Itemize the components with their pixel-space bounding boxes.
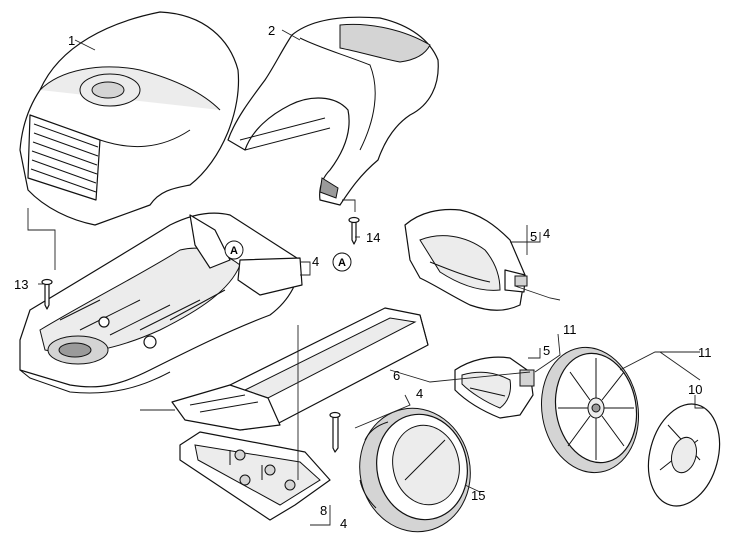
part-axle-bracket [454,356,535,419]
marker-a-1: A [224,240,244,260]
part-hubcap [647,403,721,507]
marker-a-2-label: A [338,257,346,269]
part-handle-bar [171,307,429,431]
marker-a-1-label: A [230,245,238,257]
callout-14: 14 [366,230,380,245]
part-wheel-small [359,407,471,533]
callout-4b: 4 [543,226,550,241]
callout-8: 8 [320,503,327,518]
part-wheel-large [540,346,640,474]
screw-13 [41,278,53,310]
callouts: 1 2 4 4 5 5 11 11 6 4 10 13 14 15 8 4 [14,23,712,531]
callout-5b: 5 [543,343,550,358]
callout-11b: 11 [698,345,712,360]
leader-lines [27,29,705,526]
part-bottom-tray [179,431,331,521]
callout-4a: 4 [312,254,319,269]
callout-4c: 4 [416,386,423,401]
callout-11a: 11 [563,322,577,337]
callout-15: 15 [471,488,485,503]
callout-2: 2 [268,23,275,38]
callout-5a: 5 [530,229,537,244]
callout-13: 13 [14,277,28,292]
part-front-shroud [227,16,439,206]
screw-14 [348,216,360,245]
part-top-hood [19,11,240,226]
callout-10: 10 [688,382,702,397]
screw-handle [329,411,341,453]
marker-a-2: A [332,252,352,272]
callout-6: 6 [393,368,400,383]
part-base-chassis [19,212,303,394]
part-rear-bracket [404,208,528,311]
callout-1: 1 [68,33,75,48]
callout-4d: 4 [340,516,347,531]
